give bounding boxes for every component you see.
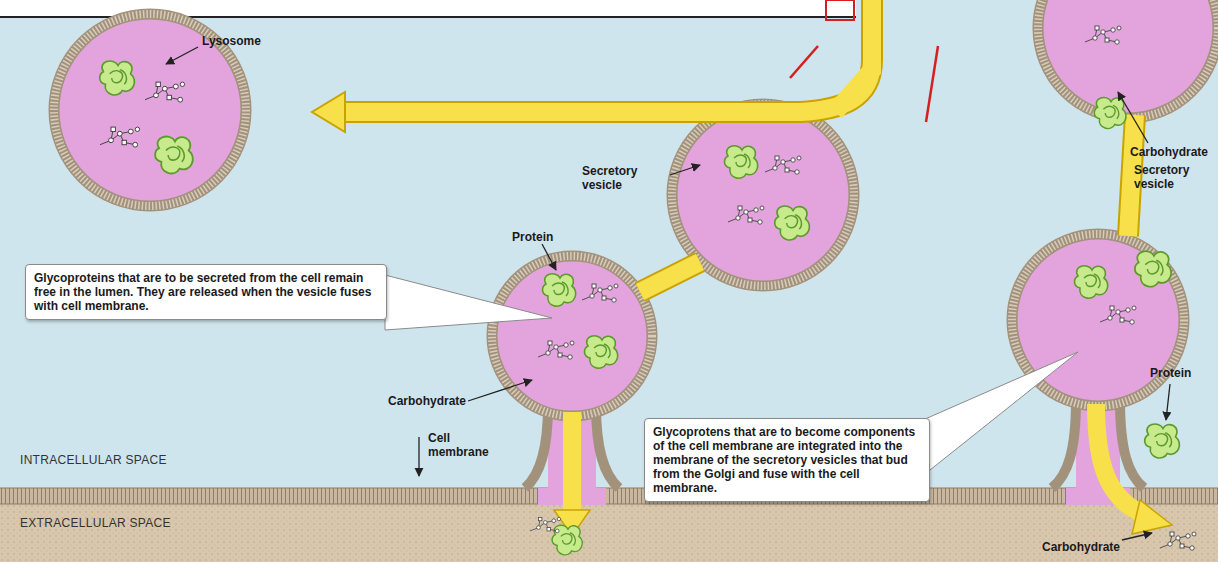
part-label: Secretory vesicle — [1134, 163, 1214, 191]
part-label: Carbohydrate — [388, 394, 466, 408]
callout-box: Glycoproteins that are to be secreted fr… — [25, 264, 387, 320]
part-label: Cell membrane — [428, 431, 488, 459]
part-label: Protein — [1150, 366, 1191, 380]
region-label: INTRACELLULAR SPACE — [20, 453, 167, 467]
part-label: Lysosome — [202, 34, 261, 48]
callout-box: Glycoprotens that are to become componen… — [644, 418, 930, 502]
part-label: Protein — [512, 230, 553, 244]
part-label: Secretory vesicle — [582, 164, 667, 192]
vesicles — [54, 0, 1218, 416]
callout-text: Glycoprotens that are to become componen… — [653, 425, 921, 495]
callout-text: Glycoproteins that are to be secreted fr… — [34, 271, 378, 313]
part-label: Carbohydrate — [1042, 540, 1120, 554]
transport-arrows — [312, 0, 1172, 536]
part-label: Carbohydrate — [1130, 145, 1208, 159]
region-label: EXTRACELLULAR SPACE — [20, 516, 171, 530]
